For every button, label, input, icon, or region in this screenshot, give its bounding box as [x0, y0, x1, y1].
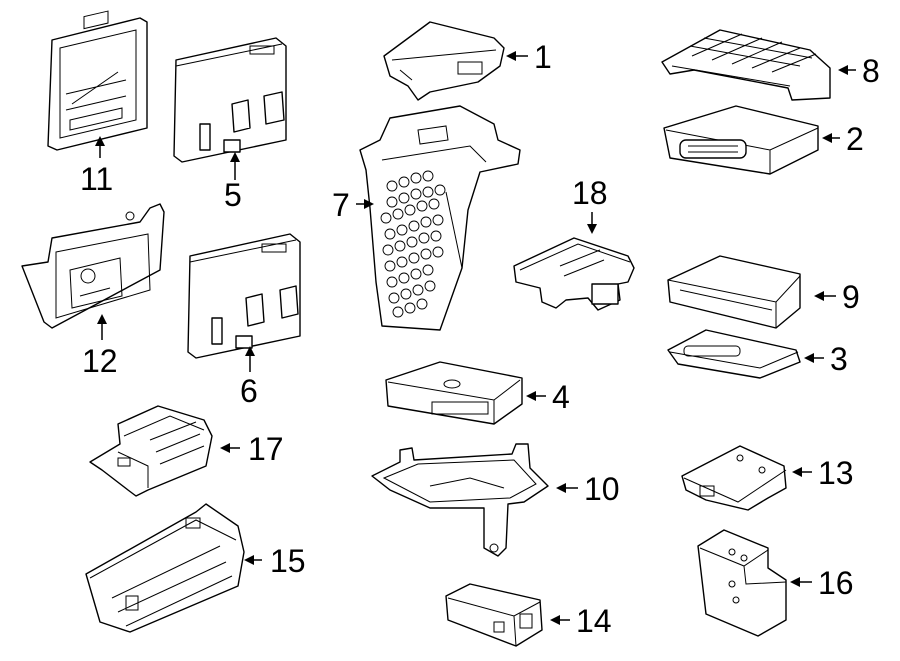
callout-4: 4 — [526, 379, 570, 415]
callout-2-label: 2 — [846, 121, 864, 157]
part-16-block — [697, 529, 787, 637]
part-9-cover — [667, 255, 801, 329]
callout-6: 6 — [240, 346, 258, 409]
part-2-ecu — [663, 105, 819, 175]
callout-5-label: 5 — [224, 177, 242, 213]
part-11-bracket — [47, 10, 148, 151]
part-4-module — [385, 361, 523, 425]
callout-15: 15 — [244, 543, 306, 579]
callout-7: 7 — [332, 187, 374, 223]
part-3-ecu — [667, 329, 801, 379]
part-13-module — [681, 445, 787, 511]
callout-15-label: 15 — [270, 543, 306, 579]
callout-6-label: 6 — [240, 373, 258, 409]
callout-3: 3 — [804, 341, 848, 377]
callout-16: 16 — [790, 565, 854, 601]
part-6-module — [187, 233, 301, 359]
part-1-module — [383, 21, 505, 101]
callout-12-label: 12 — [82, 343, 118, 379]
callout-16-label: 16 — [818, 565, 854, 601]
part-8-cover — [661, 29, 831, 101]
part-17-module — [89, 405, 213, 497]
callout-4-label: 4 — [552, 379, 570, 415]
callout-17-label: 17 — [248, 431, 284, 467]
callout-10-label: 10 — [584, 471, 620, 507]
callout-11-label: 11 — [80, 161, 113, 197]
callout-9-label: 9 — [842, 279, 860, 315]
part-10-tray — [371, 443, 549, 557]
callout-1-label: 1 — [534, 39, 552, 75]
callout-9: 9 — [814, 279, 860, 315]
callout-5: 5 — [224, 152, 242, 213]
callout-18: 18 — [572, 175, 608, 234]
part-14-module — [445, 583, 543, 647]
part-15-fuse-box — [85, 503, 245, 633]
callout-12: 12 — [82, 314, 118, 379]
callout-14: 14 — [550, 603, 612, 639]
callout-8-label: 8 — [862, 53, 880, 89]
callout-17: 17 — [220, 431, 284, 467]
callout-14-label: 14 — [576, 603, 612, 639]
callout-2: 2 — [822, 121, 864, 157]
honeycomb-pattern — [380, 170, 446, 318]
part-5-module — [173, 37, 287, 163]
callout-1: 1 — [506, 39, 552, 75]
part-12-bracket — [21, 203, 165, 329]
callout-3-label: 3 — [830, 341, 848, 377]
callout-13-label: 13 — [818, 455, 854, 491]
callout-7-label: 7 — [332, 187, 350, 223]
callout-18-label: 18 — [572, 175, 608, 211]
part-7-honeycomb-bracket — [359, 105, 521, 331]
callout-8: 8 — [838, 53, 880, 89]
callout-13: 13 — [792, 455, 854, 491]
callout-11: 11 — [80, 136, 113, 197]
part-18-module — [513, 237, 635, 311]
callout-10: 10 — [556, 471, 620, 507]
